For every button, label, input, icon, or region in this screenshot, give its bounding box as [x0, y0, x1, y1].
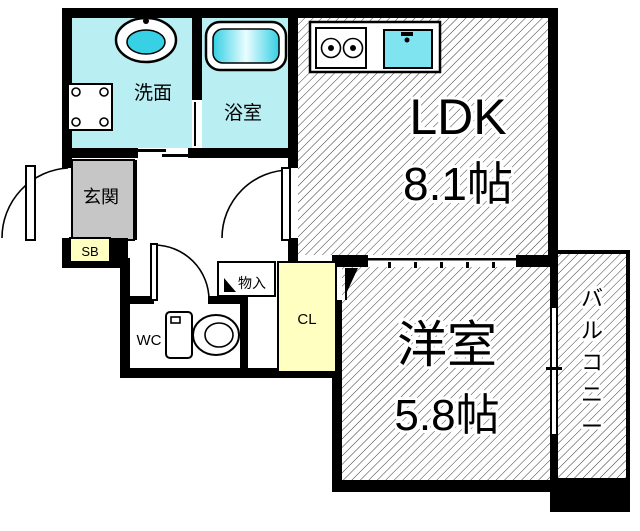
- label-western-size: 5.8帖: [394, 391, 499, 440]
- label-balcony-char: バ: [581, 286, 603, 311]
- label-entrance: 玄関: [83, 187, 119, 207]
- kitchen-sink-icon: [383, 29, 433, 69]
- washroom-sliding-door: [162, 154, 190, 157]
- washing-machine-pan-icon: [67, 83, 113, 131]
- shoebox-area: [69, 237, 111, 263]
- ldk-door-leaf: [281, 167, 291, 241]
- label-storage: 物入: [238, 275, 266, 291]
- label-shoebox: SB: [81, 244, 98, 259]
- wc-door-leaf: [150, 243, 158, 301]
- label-balcony-char: ル: [581, 318, 603, 343]
- label-ldk-size: 8.1帖: [403, 158, 513, 210]
- label-wc: WC: [137, 332, 162, 349]
- bathtub-icon: [204, 20, 288, 72]
- label-ldk: LDK: [409, 89, 506, 145]
- labels: 洗面 浴室 LDK 8.1帖 玄関 SB 物入 CL WC 洋室 5.8帖 バ …: [81, 82, 606, 443]
- storage-area: [217, 261, 276, 297]
- entrance-floor: [71, 159, 135, 241]
- label-closet: CL: [297, 311, 316, 328]
- label-balcony-char: ー: [581, 414, 603, 439]
- window-center-mark: [546, 367, 562, 370]
- storage-door-marker: [224, 278, 236, 292]
- balcony-window: [546, 308, 562, 434]
- label-balcony-char: ニ: [581, 382, 603, 407]
- washroom-sliding-door: [138, 149, 166, 152]
- label-western-room: 洋室: [397, 317, 497, 373]
- label-balcony-char: コ: [581, 350, 603, 375]
- label-bath: 浴室: [224, 102, 262, 124]
- wc-door-arc: [153, 244, 210, 301]
- western-door-line: [345, 268, 347, 300]
- kitchen-counter: [308, 20, 442, 74]
- western-room-floor: [342, 267, 550, 480]
- closet-area: [277, 261, 337, 373]
- entrance-door-leaf: [25, 165, 36, 241]
- label-washroom: 洗面: [134, 82, 172, 104]
- doors: [1, 102, 358, 301]
- washbasin-icon: [114, 16, 178, 64]
- balcony-floor: [558, 254, 626, 478]
- ldk-door-arc: [221, 169, 291, 239]
- toilet-icon: [165, 311, 240, 359]
- western-door-marker: [346, 268, 358, 294]
- sliding-partition: [368, 258, 516, 268]
- stove-icon: [315, 27, 367, 69]
- bath-door-line: [194, 102, 196, 146]
- fixtures: [67, 16, 442, 359]
- label-balcony: バ ル コ ニ ー: [578, 283, 606, 442]
- walls: [62, 8, 630, 512]
- entrance-door-arc: [1, 167, 69, 239]
